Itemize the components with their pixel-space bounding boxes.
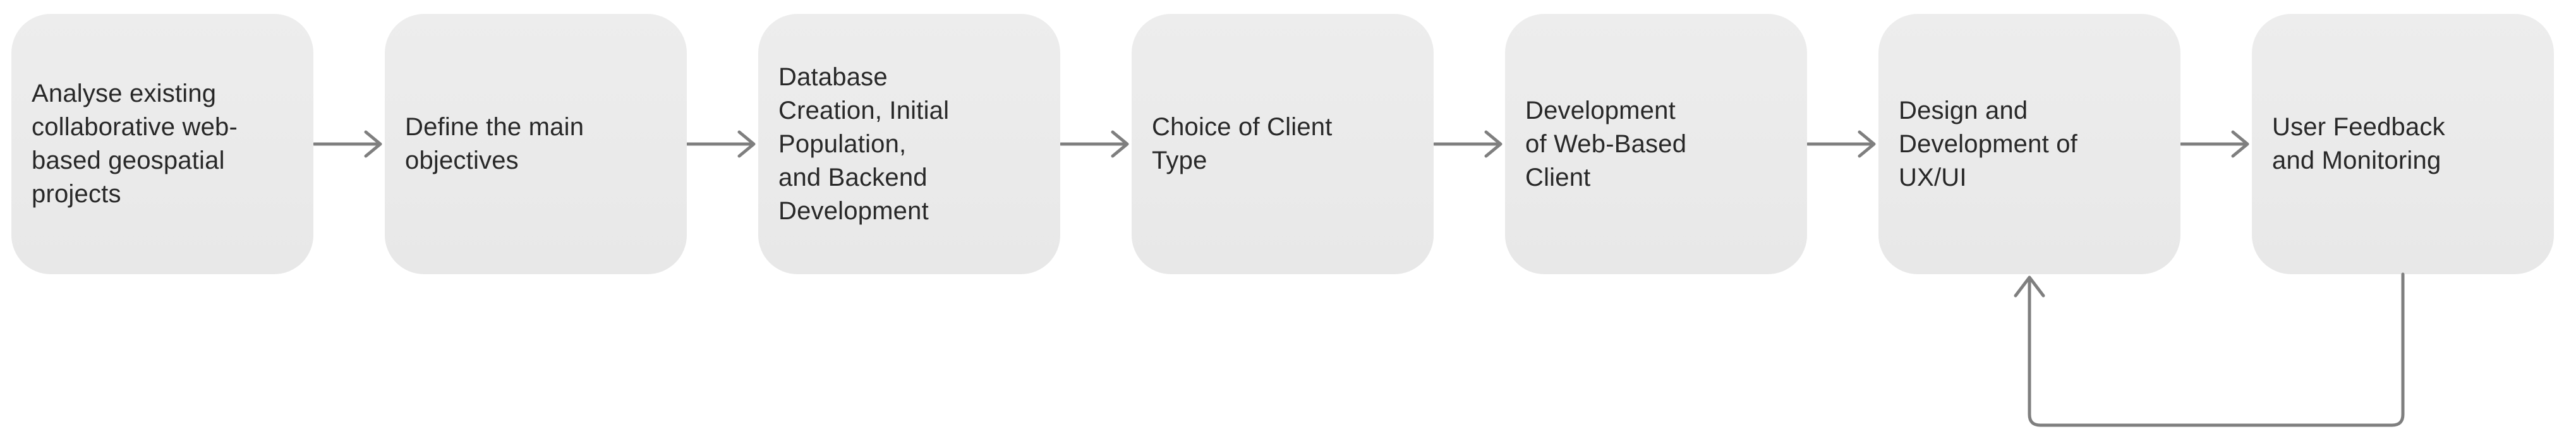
flow-step-label: User Feedback and Monitoring bbox=[2272, 113, 2445, 174]
flow-step-user-feedback: User Feedback and Monitoring bbox=[2252, 14, 2554, 274]
flow-step-label: Choice of Client Type bbox=[1152, 113, 1333, 174]
flow-step-ux-ui-design: Design and Development of UX/UI bbox=[1878, 14, 2180, 274]
flow-step-label: Database Creation, Initial Population, a… bbox=[778, 63, 950, 225]
flow-step-analyse-projects: Analyse existing collaborative web- base… bbox=[11, 14, 313, 274]
arrow-right-icon bbox=[687, 14, 758, 274]
arrow-right-icon bbox=[2180, 14, 2252, 274]
arrow-right-icon bbox=[1807, 14, 1878, 274]
arrow-right-icon bbox=[1434, 14, 1505, 274]
flow-step-define-objectives: Define the main objectives bbox=[385, 14, 687, 274]
flow-step-label: Design and Development of UX/UI bbox=[1899, 96, 2077, 191]
flow-step-web-client-development: Development of Web-Based Client bbox=[1505, 14, 1807, 274]
arrow-right-icon bbox=[313, 14, 385, 274]
flow-step-client-type: Choice of Client Type bbox=[1132, 14, 1434, 274]
flow-step-database-backend: Database Creation, Initial Population, a… bbox=[758, 14, 1060, 274]
arrow-right-icon bbox=[1060, 14, 1132, 274]
flow-row: Analyse existing collaborative web- base… bbox=[11, 14, 2554, 274]
flow-step-label: Define the main objectives bbox=[405, 113, 584, 174]
flow-step-label: Development of Web-Based Client bbox=[1525, 96, 1687, 191]
flow-step-label: Analyse existing collaborative web- base… bbox=[32, 80, 238, 208]
